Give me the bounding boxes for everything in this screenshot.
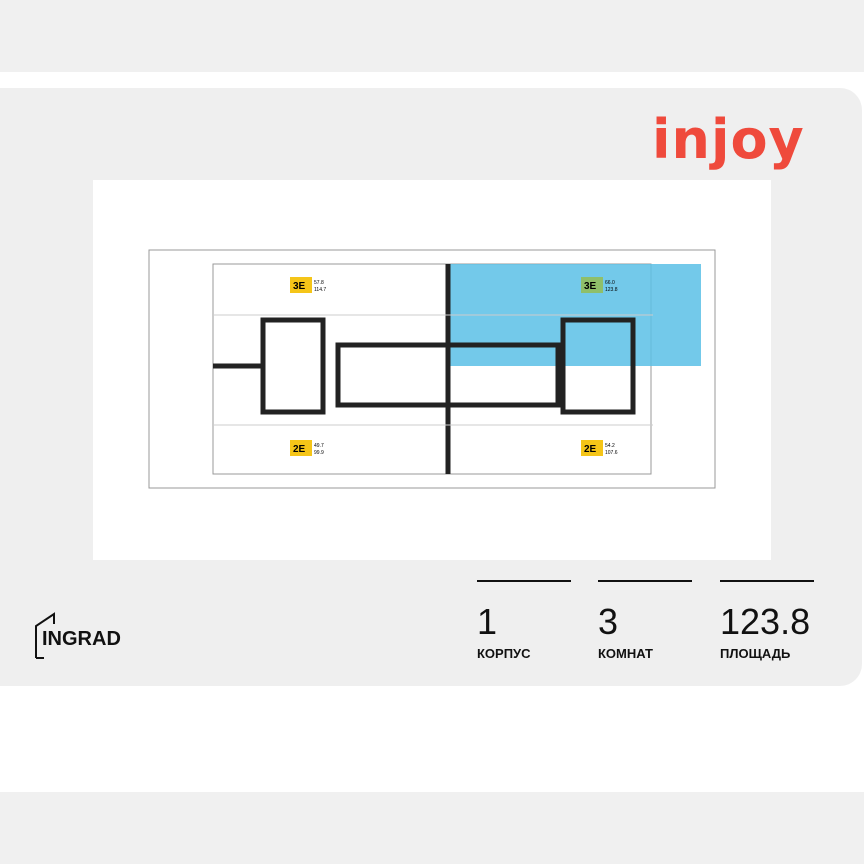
svg-text:107.6: 107.6 bbox=[605, 450, 618, 456]
apartment-label[interactable]: 3E 66.0 123.8 bbox=[581, 277, 618, 293]
svg-text:49.7: 49.7 bbox=[314, 443, 324, 449]
svg-text:99.9: 99.9 bbox=[314, 450, 324, 456]
stat-label: КОРПУС bbox=[477, 646, 531, 661]
ingrad-logo: INGRAD bbox=[34, 612, 121, 665]
svg-text:114.7: 114.7 bbox=[314, 287, 326, 293]
apartment-label[interactable]: 2E 49.7 99.9 bbox=[290, 440, 324, 456]
svg-text:3E: 3E bbox=[584, 281, 597, 292]
stat-label: ПЛОЩАДЬ bbox=[720, 646, 791, 661]
stat-area: 123.8 ПЛОЩАДЬ bbox=[720, 580, 814, 661]
svg-text:66.0: 66.0 bbox=[605, 280, 615, 286]
apartment-label[interactable]: 2E 54.2 107.6 bbox=[581, 440, 618, 456]
svg-text:2E: 2E bbox=[293, 444, 306, 455]
divider bbox=[720, 580, 814, 582]
divider bbox=[598, 580, 692, 582]
floor-plan: 3E 57.8 114.7 3E 66.0 123.8 2E 49.7 99.9… bbox=[93, 180, 771, 560]
stat-value: 123.8 bbox=[720, 601, 811, 642]
svg-text:54.2: 54.2 bbox=[605, 443, 615, 449]
svg-text:123.8: 123.8 bbox=[605, 287, 618, 293]
stat-label: КОМНАТ bbox=[598, 646, 653, 661]
svg-text:3E: 3E bbox=[293, 281, 306, 292]
svg-text:2E: 2E bbox=[584, 444, 597, 455]
divider bbox=[477, 580, 571, 582]
stat-rooms: 3 КОМНАТ bbox=[598, 580, 692, 661]
svg-text:57.8: 57.8 bbox=[314, 280, 324, 286]
stat-value: 1 bbox=[477, 601, 498, 642]
top-band bbox=[0, 0, 864, 72]
injoy-logo: injoy bbox=[652, 108, 805, 171]
stat-building: 1 КОРПУС bbox=[477, 580, 571, 661]
stat-value: 3 bbox=[598, 601, 619, 642]
bottom-band bbox=[0, 792, 864, 864]
apartment-label[interactable]: 3E 57.8 114.7 bbox=[290, 277, 326, 293]
